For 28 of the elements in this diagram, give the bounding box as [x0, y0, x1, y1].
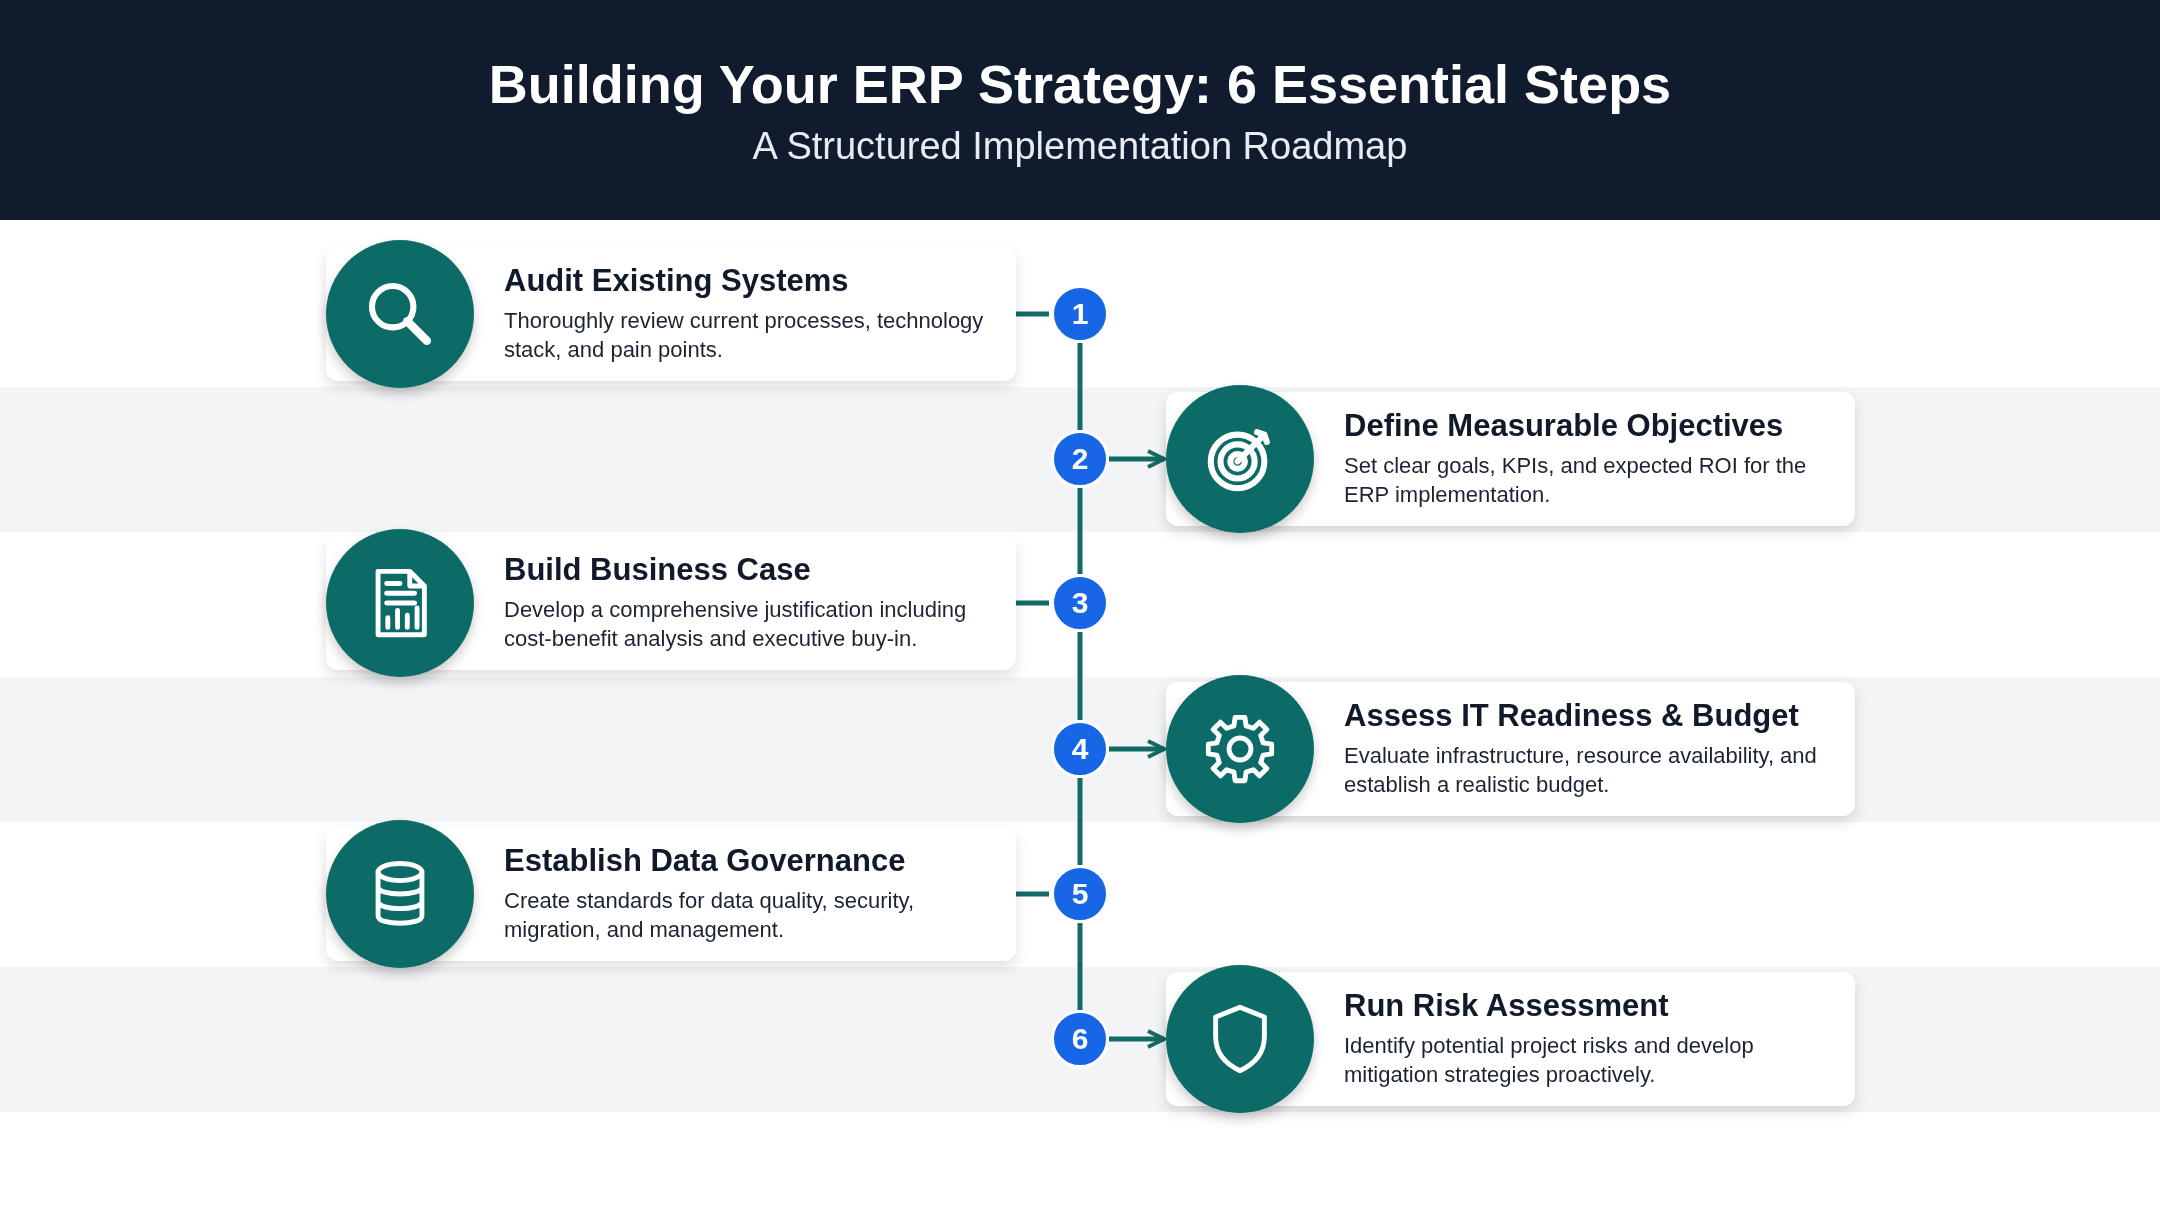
arrow: [1109, 1029, 1166, 1049]
step-title: Define Measurable Objectives: [1344, 408, 1785, 445]
connector-line: [1077, 778, 1083, 865]
step-description: Create standards for data quality, security, migration, and management.: [504, 887, 916, 944]
connector-line: [1077, 488, 1083, 574]
connector-line: [1077, 343, 1083, 430]
step-title: Run Risk Assessment: [1344, 988, 1670, 1025]
step-title: Build Business Case: [504, 552, 812, 589]
arrow: [1109, 739, 1166, 759]
step-number: 5: [1051, 865, 1109, 923]
connector-line: [1077, 632, 1083, 720]
step-description: Evaluate infrastructure, resource availability, and establish a realistic budget.: [1344, 742, 1818, 799]
step-description: Identify potential project risks and develop mitigation strategies proactively.: [1344, 1032, 1755, 1089]
step-number: 3: [1051, 574, 1109, 632]
arrow: [1109, 449, 1166, 469]
step-description: Thoroughly review current processes, technology stack, and pain points.: [504, 307, 985, 364]
step-number: 1: [1051, 285, 1109, 343]
title: Building Your ERP Strategy: 6 Essential Steps: [488, 52, 1672, 115]
step-title: Assess IT Readiness & Budget: [1344, 698, 1800, 735]
connector-line: [1016, 600, 1049, 606]
step-description: Set clear goals, KPIs, and expected ROI for the ERP implementation.: [1344, 452, 1808, 509]
connector-line: [1016, 891, 1049, 897]
step-title: Audit Existing Systems: [504, 263, 850, 300]
step-title: Establish Data Governance: [504, 843, 907, 880]
subtitle: A Structured Implementation Roadmap: [752, 124, 1408, 168]
step-description: Develop a comprehensive justification including cost-benefit analysis and executive buy-in.: [504, 596, 968, 653]
connector-line: [1016, 311, 1049, 317]
connector-line: [1077, 923, 1083, 1010]
